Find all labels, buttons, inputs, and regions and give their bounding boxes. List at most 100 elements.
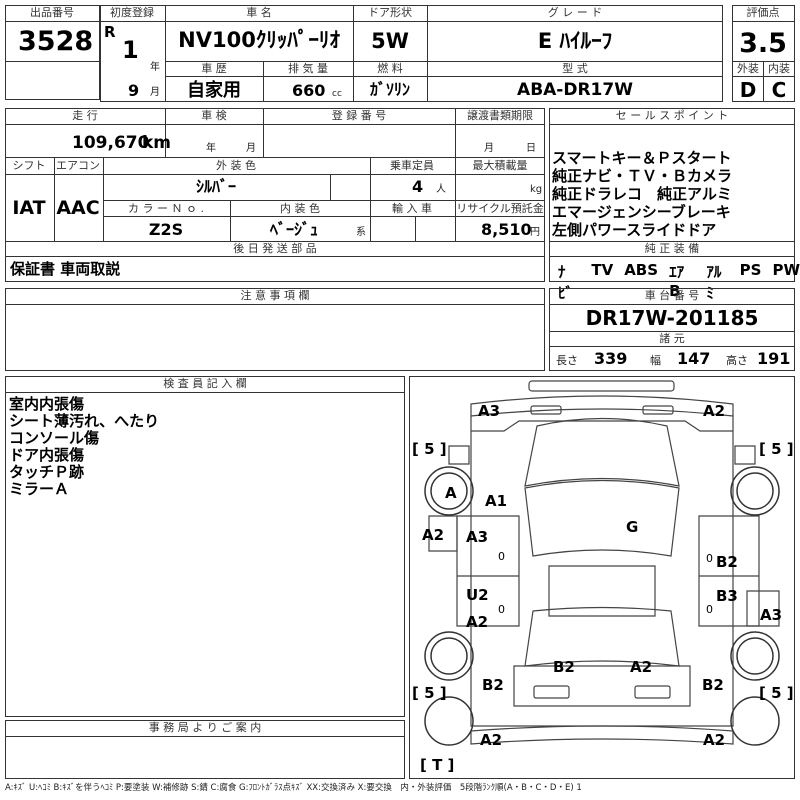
ac-value: AAC (56, 197, 100, 219)
equipment-item: ABS (624, 261, 659, 279)
mark-b2-back-center-left: B2 (553, 658, 575, 676)
mark-b2-right-door: B2 (716, 553, 738, 571)
inspector-note: ミラーＡ (9, 480, 70, 498)
hood-shape (524, 417, 680, 487)
zero-left: 0 (498, 550, 505, 563)
equipment-item: TV (591, 261, 614, 279)
mark-a3-right-fender: A3 (760, 606, 783, 624)
fuel-value: ｶﾞｿﾘﾝ (369, 80, 411, 99)
history-label: 車 歴 (201, 62, 227, 75)
era-mark: R (104, 23, 116, 41)
transfer-month-unit: 月 (484, 143, 494, 154)
mark-a2-bottom-left: A2 (480, 731, 503, 749)
sales-points: スマートキー＆Ｐスタート 純正ナビ・ＴＶ・Ｂカメラ 純正ドラレコ 純正アルミ エ… (552, 149, 732, 239)
grade-value: E ﾊｲﾙｰﾌ (537, 29, 613, 53)
mark-a2-front-right: A2 (703, 402, 726, 420)
insp-year-unit: 年 (206, 143, 216, 154)
windshield-shape (524, 479, 680, 557)
capacity-label: 乗車定員 (390, 159, 434, 172)
mark-a2-back-center-right: A2 (630, 658, 653, 676)
bracket-5-bottom-left: [ 5 ] (412, 684, 447, 702)
width-label: 幅 (650, 354, 661, 367)
mileage-value: 109,670 (72, 133, 150, 153)
shift-label: シフト (12, 159, 46, 172)
mark-g: G (626, 518, 639, 536)
mileage-label: 走 行 (72, 109, 98, 122)
roof-shape (548, 565, 656, 617)
later-parts-value: 保証書 車両取説 (10, 260, 121, 278)
model-label: 型 式 (562, 62, 588, 75)
zero-right: 0 (706, 552, 713, 565)
lot-box (5, 5, 100, 100)
chassis-number: DR17W-201185 (585, 306, 759, 330)
length-label: 長さ (556, 354, 578, 367)
mark-b3: B3 (716, 587, 738, 605)
spare-left-wheel (424, 696, 474, 746)
sales-point: 純正ドラレコ 純正アルミ (552, 185, 732, 203)
first-reg-year: 1 (122, 36, 139, 64)
body-outline-shape (470, 416, 734, 727)
exterior-label: 外装 (737, 62, 759, 75)
inspector-note: タッチＰ跡 (9, 463, 85, 481)
damage-diagram-box (409, 376, 795, 779)
spare-right-wheel (730, 696, 780, 746)
equipment-item: ｴｱB (669, 263, 685, 300)
capacity-unit: 人 (436, 184, 446, 195)
capacity-value: 4 (412, 177, 424, 196)
office-label: 事 務 局 よ り ご 案 内 (148, 721, 262, 734)
inspector-note: 室内内張傷 (9, 395, 85, 413)
first-reg-label: 初度登録 (110, 6, 154, 19)
mileage-unit: km (142, 133, 172, 153)
vehicle-damage-diagram (424, 380, 780, 746)
zero-left-lower: 0 (498, 603, 505, 616)
load-label: 最大積載量 (472, 159, 528, 172)
color-no-label: カ ラ ー Ｎ ｏ . (128, 202, 204, 215)
width-value: 147 (677, 349, 711, 368)
sales-point: 純正ナビ・ＴＶ・Ｂカメラ (552, 167, 733, 185)
year-unit: 年 (150, 62, 160, 73)
lot-label: 出品番号 (30, 6, 74, 19)
mark-b2-rear-right: B2 (702, 676, 724, 694)
height-value: 191 (757, 349, 791, 368)
score-value: 3.5 (739, 28, 787, 59)
front-right-wheel (730, 466, 780, 516)
bracket-t: [ T ] (420, 756, 455, 774)
office-box (5, 720, 405, 779)
interior-label: 内装 (768, 62, 790, 75)
sales-point: エマージェンシーブレーキ (552, 203, 731, 221)
info-box (5, 108, 545, 282)
bracket-5-top-left: [ 5 ] (412, 440, 447, 458)
recycle-value: 8,510 (481, 220, 532, 239)
mark-a3-left-door: A3 (466, 528, 489, 546)
registration-label: 登 録 番 号 (331, 109, 387, 122)
mark-a2-left-fender: A2 (422, 526, 445, 544)
inspector-note: コンソール傷 (9, 429, 100, 447)
interior-color-label: 内 装 色 (280, 202, 320, 215)
caution-box (5, 288, 545, 371)
history-value: 自家用 (187, 80, 241, 101)
inspector-note: ドア内張傷 (9, 446, 85, 464)
equipment-list: ﾅﾋﾞ TV ABS ｴｱB ｱﾙﾐ PS PW (558, 261, 800, 303)
car-name-label: 車 名 (246, 6, 272, 19)
inspector-note: シート薄汚れ、へたり (9, 412, 160, 430)
ac-label: エアコン (56, 159, 100, 172)
displacement-unit: cc (332, 89, 342, 99)
equipment-label: 純 正 装 備 (644, 242, 700, 255)
mark-u2: U2 (466, 586, 489, 604)
mark-a2-bottom-right: A2 (703, 731, 726, 749)
left-doors-shape (456, 515, 520, 627)
transfer-label: 譲渡書類期限 (467, 109, 533, 122)
interior-color-unit: 系 (356, 227, 366, 238)
sales-point: スマートキー＆Ｐスタート (552, 149, 732, 167)
equipment-item: PW (772, 261, 800, 279)
zero-right-lower: 0 (706, 603, 713, 616)
month-unit: 月 (150, 87, 160, 98)
displacement-value: 660 (292, 81, 326, 100)
exterior-score: D (739, 78, 757, 102)
load-unit: kg (530, 184, 543, 195)
bracket-5-bottom-right: [ 5 ] (759, 684, 794, 702)
first-reg-month: 9 (128, 81, 140, 100)
inspector-label: 検 査 員 記 入 欄 (163, 377, 247, 390)
mark-b2-rear-left: B2 (482, 676, 504, 694)
score-label: 評価点 (746, 6, 780, 19)
